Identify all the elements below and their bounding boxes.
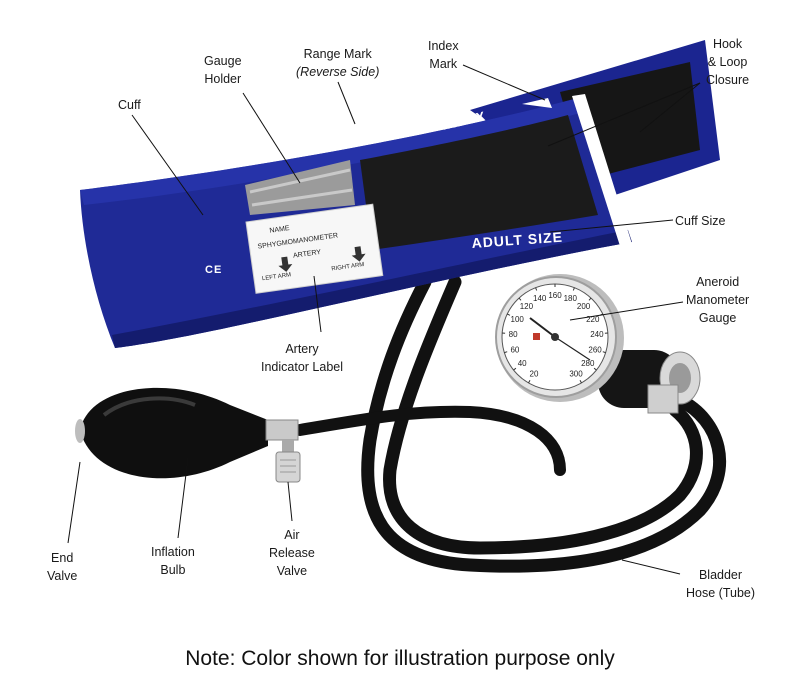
gauge-scale-number: 40: [518, 359, 527, 368]
gauge-scale-number: 100: [511, 315, 525, 324]
gauge-tick: [518, 297, 522, 301]
label-cuff-size: Cuff Size: [675, 214, 726, 228]
gauge-tick: [513, 367, 517, 371]
label-bladder-hose: Bladder Hose (Tube): [686, 568, 756, 600]
label-cuff: Cuff: [118, 98, 141, 112]
label-range-mark: Range Mark (Reverse Side): [296, 47, 380, 79]
label-hook-loop-closure: Hook & Loop Closure: [706, 37, 750, 87]
index-arrow-icon: [522, 98, 552, 108]
label-aneroid-gauge: Aneroid Manometer Gauge: [686, 275, 750, 325]
gauge-needle: [529, 317, 556, 338]
gauge-scale-number: 220: [586, 315, 600, 324]
bladder-hose: [294, 275, 727, 573]
gauge-scale-number: 60: [510, 345, 519, 354]
label-air-release-valve: Air Release Valve: [269, 528, 315, 578]
label-end-valve: End Valve: [47, 551, 78, 583]
hook-loop-velcro-front: [360, 115, 598, 250]
gauge-tick: [602, 351, 606, 354]
artery-indicator-label-patch: NAME SPHYGMOMANOMETER ARTERY LEFT ARM RI…: [245, 203, 384, 294]
leader-lines: [67, 64, 701, 575]
gauge-tick: [506, 313, 511, 316]
gauge-scale-number: 180: [564, 294, 578, 303]
label-right-arm-text: RIGHT ARM: [331, 262, 365, 273]
gauge-scale-number: 300: [569, 369, 583, 378]
label-inflation-bulb: Inflation Bulb: [151, 545, 195, 577]
gauge-tick: [572, 287, 575, 291]
brand-mark-icon: [533, 333, 540, 340]
air-release-knob: [275, 451, 301, 483]
cuff: NAME SPHYGMOMANOMETER ARTERY LEFT ARM RI…: [80, 40, 720, 348]
inflation-bulb-assembly: [75, 387, 301, 483]
gauge-tick: [504, 351, 508, 354]
gauge-scale-number: 260: [588, 345, 602, 354]
gauge-scale-number: 280: [581, 359, 595, 368]
gauge-tick: [579, 380, 582, 384]
illustration-note: Note: Color shown for illustration purpo…: [185, 647, 615, 670]
label-left-arm-text: LEFT ARM: [262, 272, 292, 282]
gauge-tick: [593, 367, 597, 371]
label-gauge-holder: Gauge Holder: [204, 54, 242, 86]
gauge-tick: [535, 287, 538, 291]
gauge-scale-number: 140: [533, 294, 547, 303]
gauge-scale-number: 80: [509, 330, 518, 339]
gauge-scale-number: 20: [530, 369, 539, 378]
label-artery-text: ARTERY: [293, 249, 322, 260]
gauge-scale-number: 120: [520, 302, 534, 311]
label-artery-indicator: Artery Indicator Label: [261, 342, 344, 374]
gauge-scale-number: 240: [590, 330, 604, 339]
label-index-mark: Index Mark: [428, 39, 459, 71]
gauge-tick: [528, 380, 531, 384]
gauge-tick: [588, 297, 592, 301]
adult-size-print: ADULT SIZE: [471, 229, 563, 251]
label-name-text: NAME: [269, 225, 290, 235]
end-valve-cap: [75, 419, 85, 443]
gauge-scale-number: 160: [548, 291, 562, 300]
down-arrow-icon: [278, 256, 293, 272]
down-arrow-icon: [351, 246, 366, 262]
gauge-scale-number: 200: [577, 302, 591, 311]
ce-mark: CE: [205, 264, 222, 276]
